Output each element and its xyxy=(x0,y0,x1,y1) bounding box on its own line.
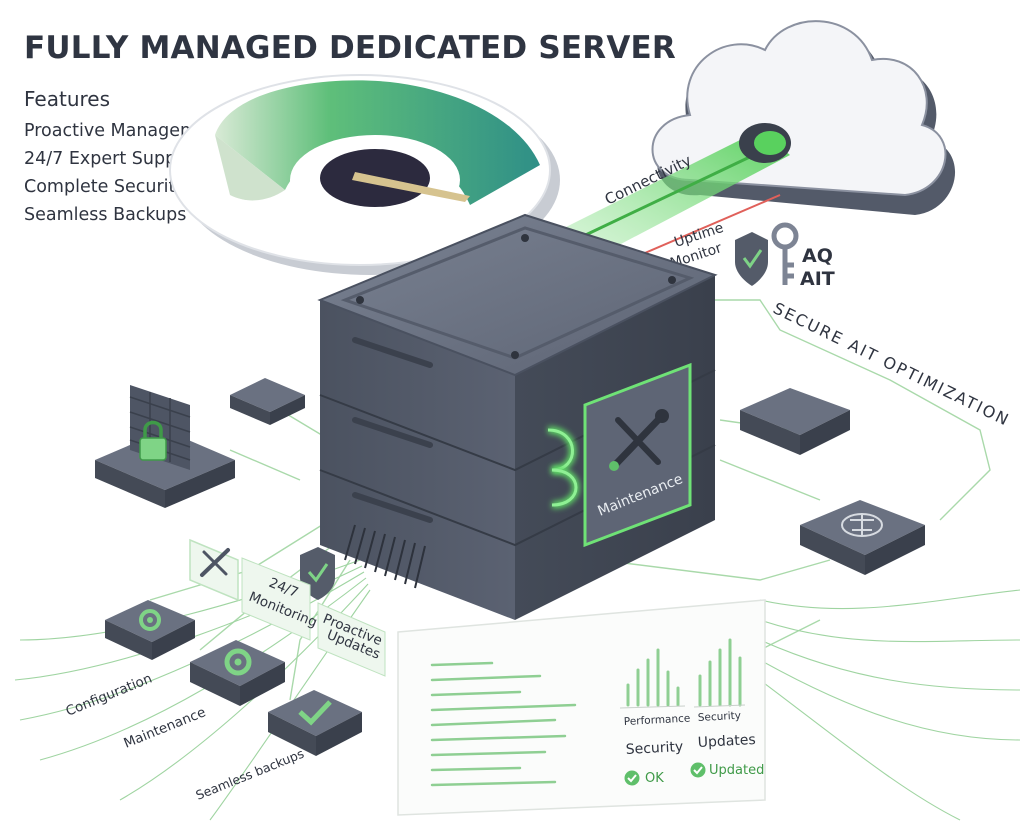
checkmark-icon xyxy=(624,770,640,786)
wrench-screwdriver-icon xyxy=(609,409,669,471)
page-title: FULLY MANAGED DEDICATED SERVER xyxy=(24,30,676,66)
maintenance-panel xyxy=(547,362,692,548)
configuration-node xyxy=(105,600,195,660)
server-node xyxy=(740,388,850,455)
wrench-screwdriver-icon xyxy=(189,538,239,602)
circuit-lines-fan-right xyxy=(759,589,1021,821)
security-node xyxy=(95,385,235,508)
ai-node xyxy=(800,500,925,575)
seamless-backups-node xyxy=(268,690,362,756)
performance-label: Performance xyxy=(624,713,691,728)
maintenance-node-label: Maintenance xyxy=(122,704,209,751)
maintenance-node xyxy=(190,640,285,706)
feature-item: Proactive Management xyxy=(24,121,226,141)
aq-label: AQ xyxy=(802,245,833,267)
configuration-label: Configuration xyxy=(64,671,155,720)
bar-chart-icon xyxy=(626,638,742,707)
updates-status: Updated xyxy=(709,763,764,778)
gear-icon xyxy=(224,648,252,676)
gauge-icon xyxy=(169,74,560,275)
ait-label: AIT xyxy=(800,268,835,290)
brain-chip-icon xyxy=(841,513,883,537)
features-heading: Features xyxy=(24,87,110,111)
seamless-backups-label: Seamless backups xyxy=(194,746,307,803)
gear-icon xyxy=(139,609,161,631)
feature-item: 24/7 Expert Support xyxy=(24,149,201,169)
monitoring-tag xyxy=(241,557,311,641)
feature-item: Seamless Backups xyxy=(24,205,187,225)
checkmark-icon xyxy=(690,762,706,778)
features-list: Features Proactive Management 24/7 Exper… xyxy=(24,87,226,229)
updates-heading: Updates xyxy=(697,732,756,751)
server-node xyxy=(230,378,305,425)
feature-item: Complete Security xyxy=(24,177,186,197)
report-sheet xyxy=(397,599,766,816)
report-text-lines xyxy=(430,661,577,787)
connectivity-beam xyxy=(560,123,791,269)
checkmark-icon xyxy=(298,700,332,726)
security-heading: Security xyxy=(625,739,683,758)
proactive-updates-tag xyxy=(317,602,386,677)
padlock-brick-wall-icon xyxy=(129,385,191,470)
security-status: OK xyxy=(645,771,664,786)
key-icon xyxy=(771,222,799,285)
security-small-label: Security xyxy=(698,710,742,724)
shield-check-icon xyxy=(735,232,768,286)
